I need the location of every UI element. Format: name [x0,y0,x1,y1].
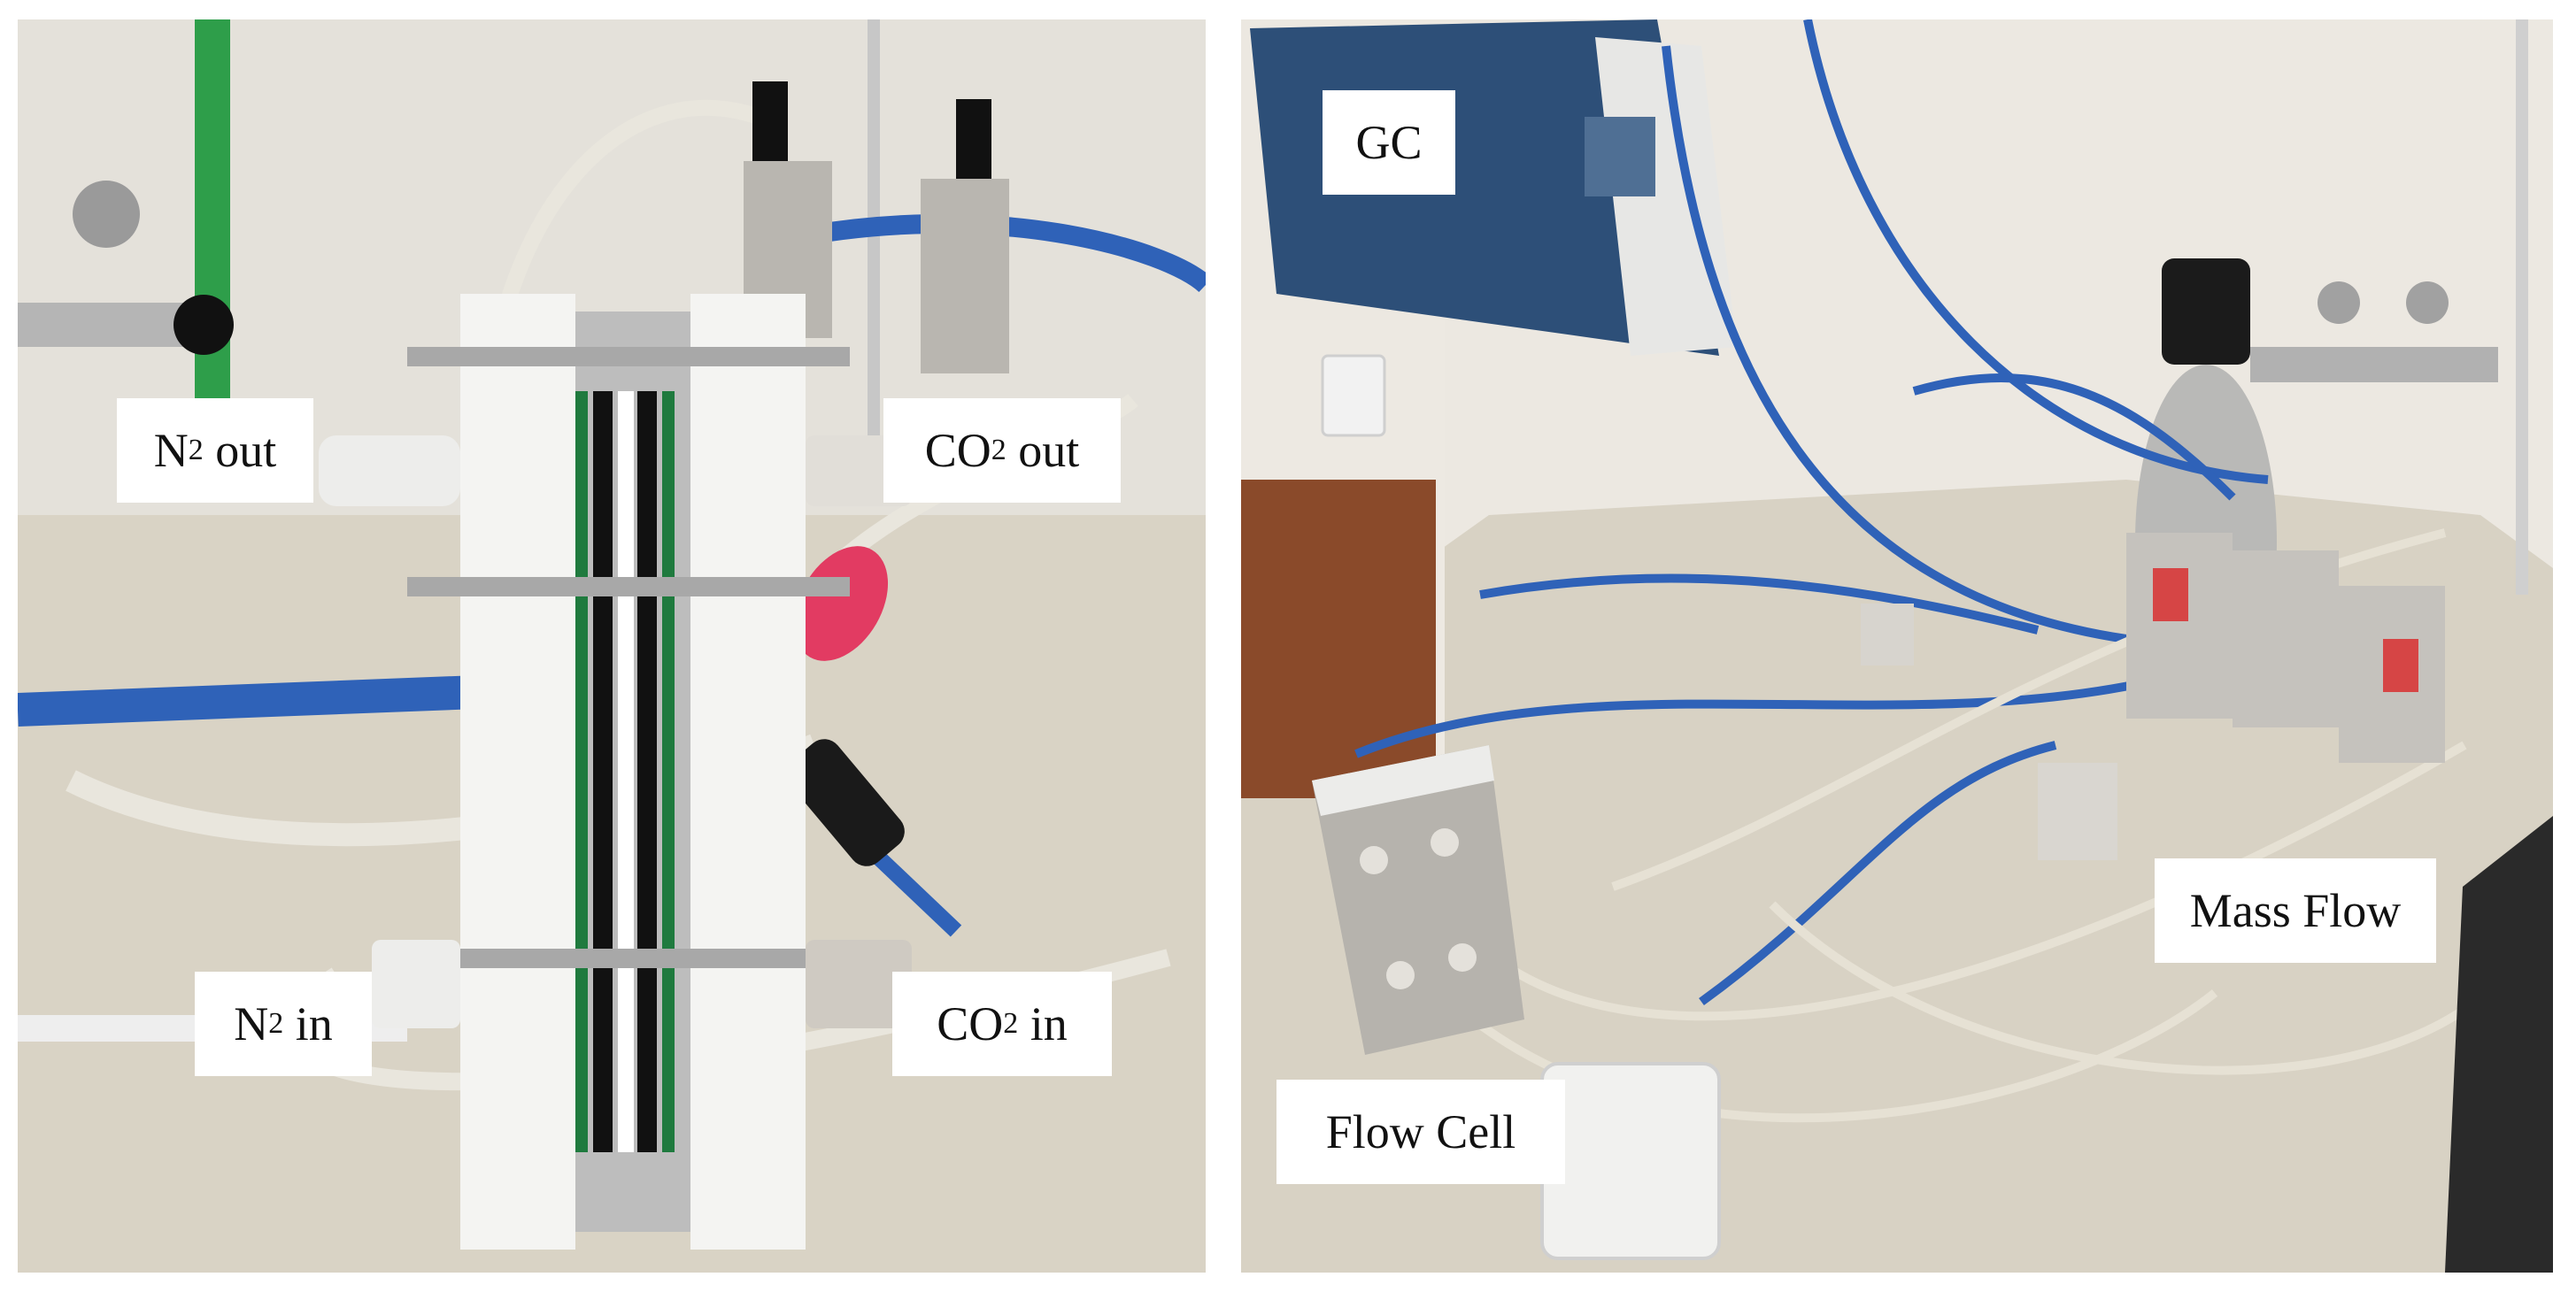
co2-in-prefix: CO [937,997,1004,1050]
co2-out-suffix: out [1006,424,1080,477]
n2-in-prefix: N [234,997,269,1050]
flow-cell-label: Flow Cell [1276,1080,1565,1184]
n2-out-suffix: out [203,424,277,477]
n2-in-suffix: in [283,997,333,1050]
flow-cell-closeup-illustration [18,19,1206,1273]
mass-flow-label: Mass Flow [2155,858,2436,963]
co2-in-suffix: in [1018,997,1068,1050]
experimental-setup-photo: GC Mass Flow Flow Cell [1241,19,2553,1273]
n2-out-prefix: N [153,424,189,477]
co2-out-prefix: CO [924,424,991,477]
gc-label: GC [1323,90,1455,195]
